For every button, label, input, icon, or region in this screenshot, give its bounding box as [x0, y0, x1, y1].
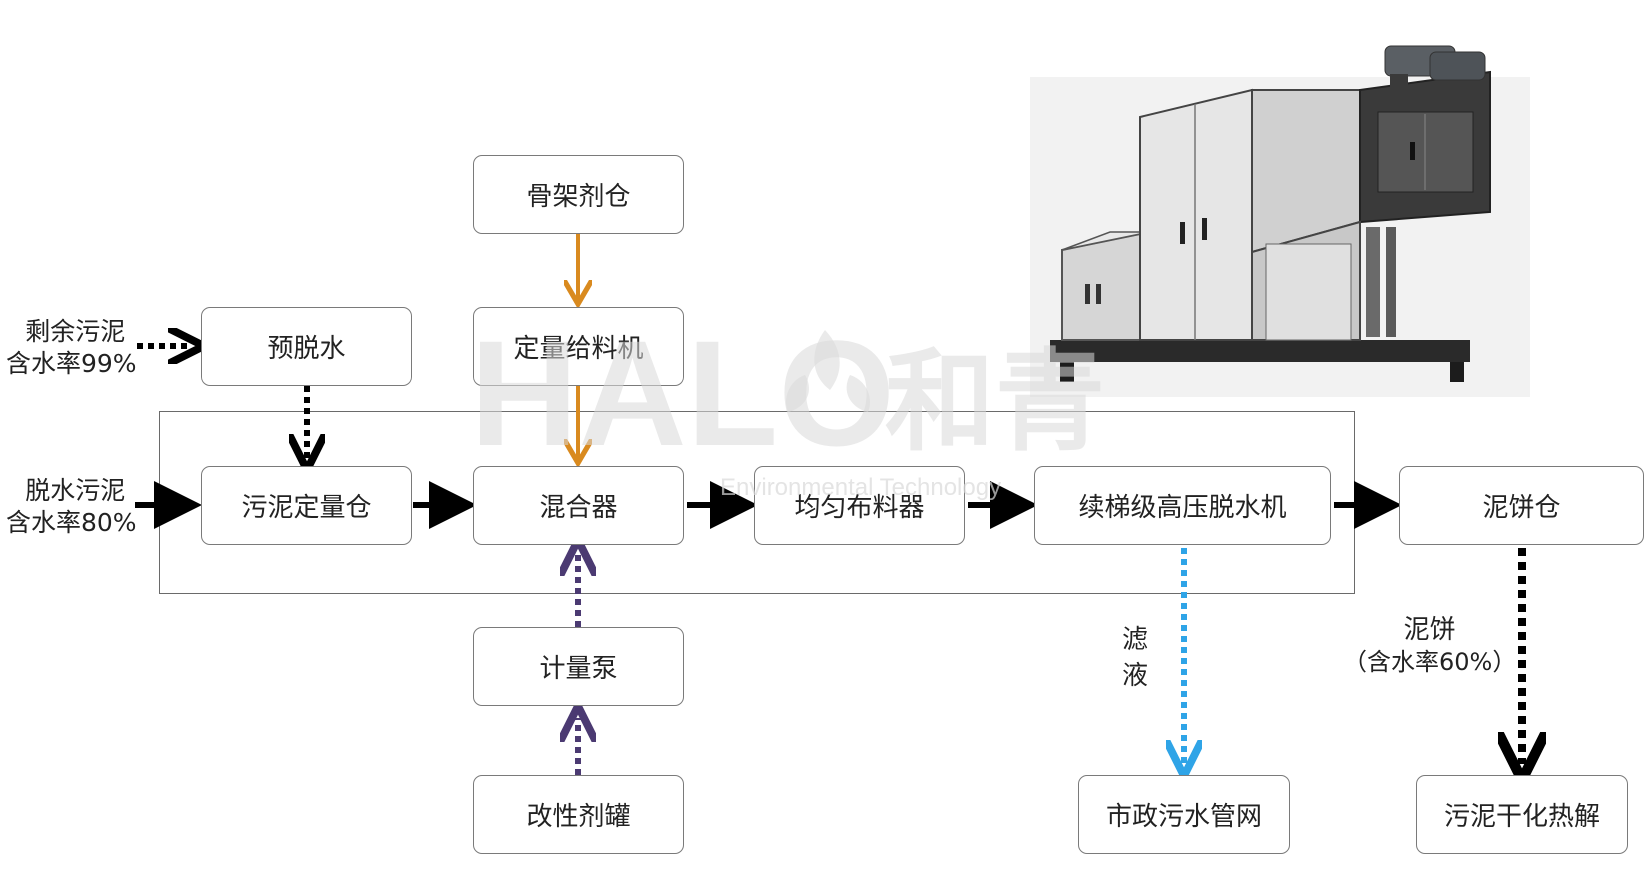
label-surplus-sludge: 剩余污泥 含水率99% — [6, 316, 137, 380]
cake-name: 泥饼 — [1403, 615, 1456, 645]
box-dingliang-geiliaoji: 定量给料机 — [473, 307, 684, 386]
dewatered-sludge-name: 脱水污泥 — [25, 476, 126, 505]
surplus-sludge-moisture: 含水率99% — [6, 349, 137, 378]
box-tuoshuiji: 续梯级高压脱水机 — [1034, 466, 1331, 545]
label-cake: 泥饼 （含水率60%） — [1343, 614, 1516, 678]
surplus-sludge-name: 剩余污泥 — [25, 317, 126, 346]
box-yutuoshui: 预脱水 — [201, 307, 412, 386]
cake-moisture: （含水率60%） — [1343, 648, 1517, 676]
label-dewatered-sludge: 脱水污泥 含水率80% — [6, 475, 137, 539]
label-filtrate: 滤 液 — [1122, 625, 1149, 691]
box-jiliang-beng: 计量泵 — [473, 627, 684, 706]
box-junyun-buliaoqi: 均匀布料器 — [754, 466, 965, 545]
dewatered-sludge-moisture: 含水率80% — [6, 508, 137, 537]
box-nibing-cang: 泥饼仓 — [1399, 466, 1644, 545]
dewatering-machine-illustration — [1030, 45, 1530, 397]
box-shizheng-wushui-guanwang: 市政污水管网 — [1078, 775, 1290, 854]
box-hunheqi: 混合器 — [473, 466, 684, 545]
box-wuni-dingliang-cang: 污泥定量仓 — [201, 466, 412, 545]
box-wuni-ganhua-rejie: 污泥干化热解 — [1416, 775, 1628, 854]
box-gujia-cang: 骨架剂仓 — [473, 155, 684, 234]
box-gaixing-ji-guan: 改性剂罐 — [473, 775, 684, 854]
